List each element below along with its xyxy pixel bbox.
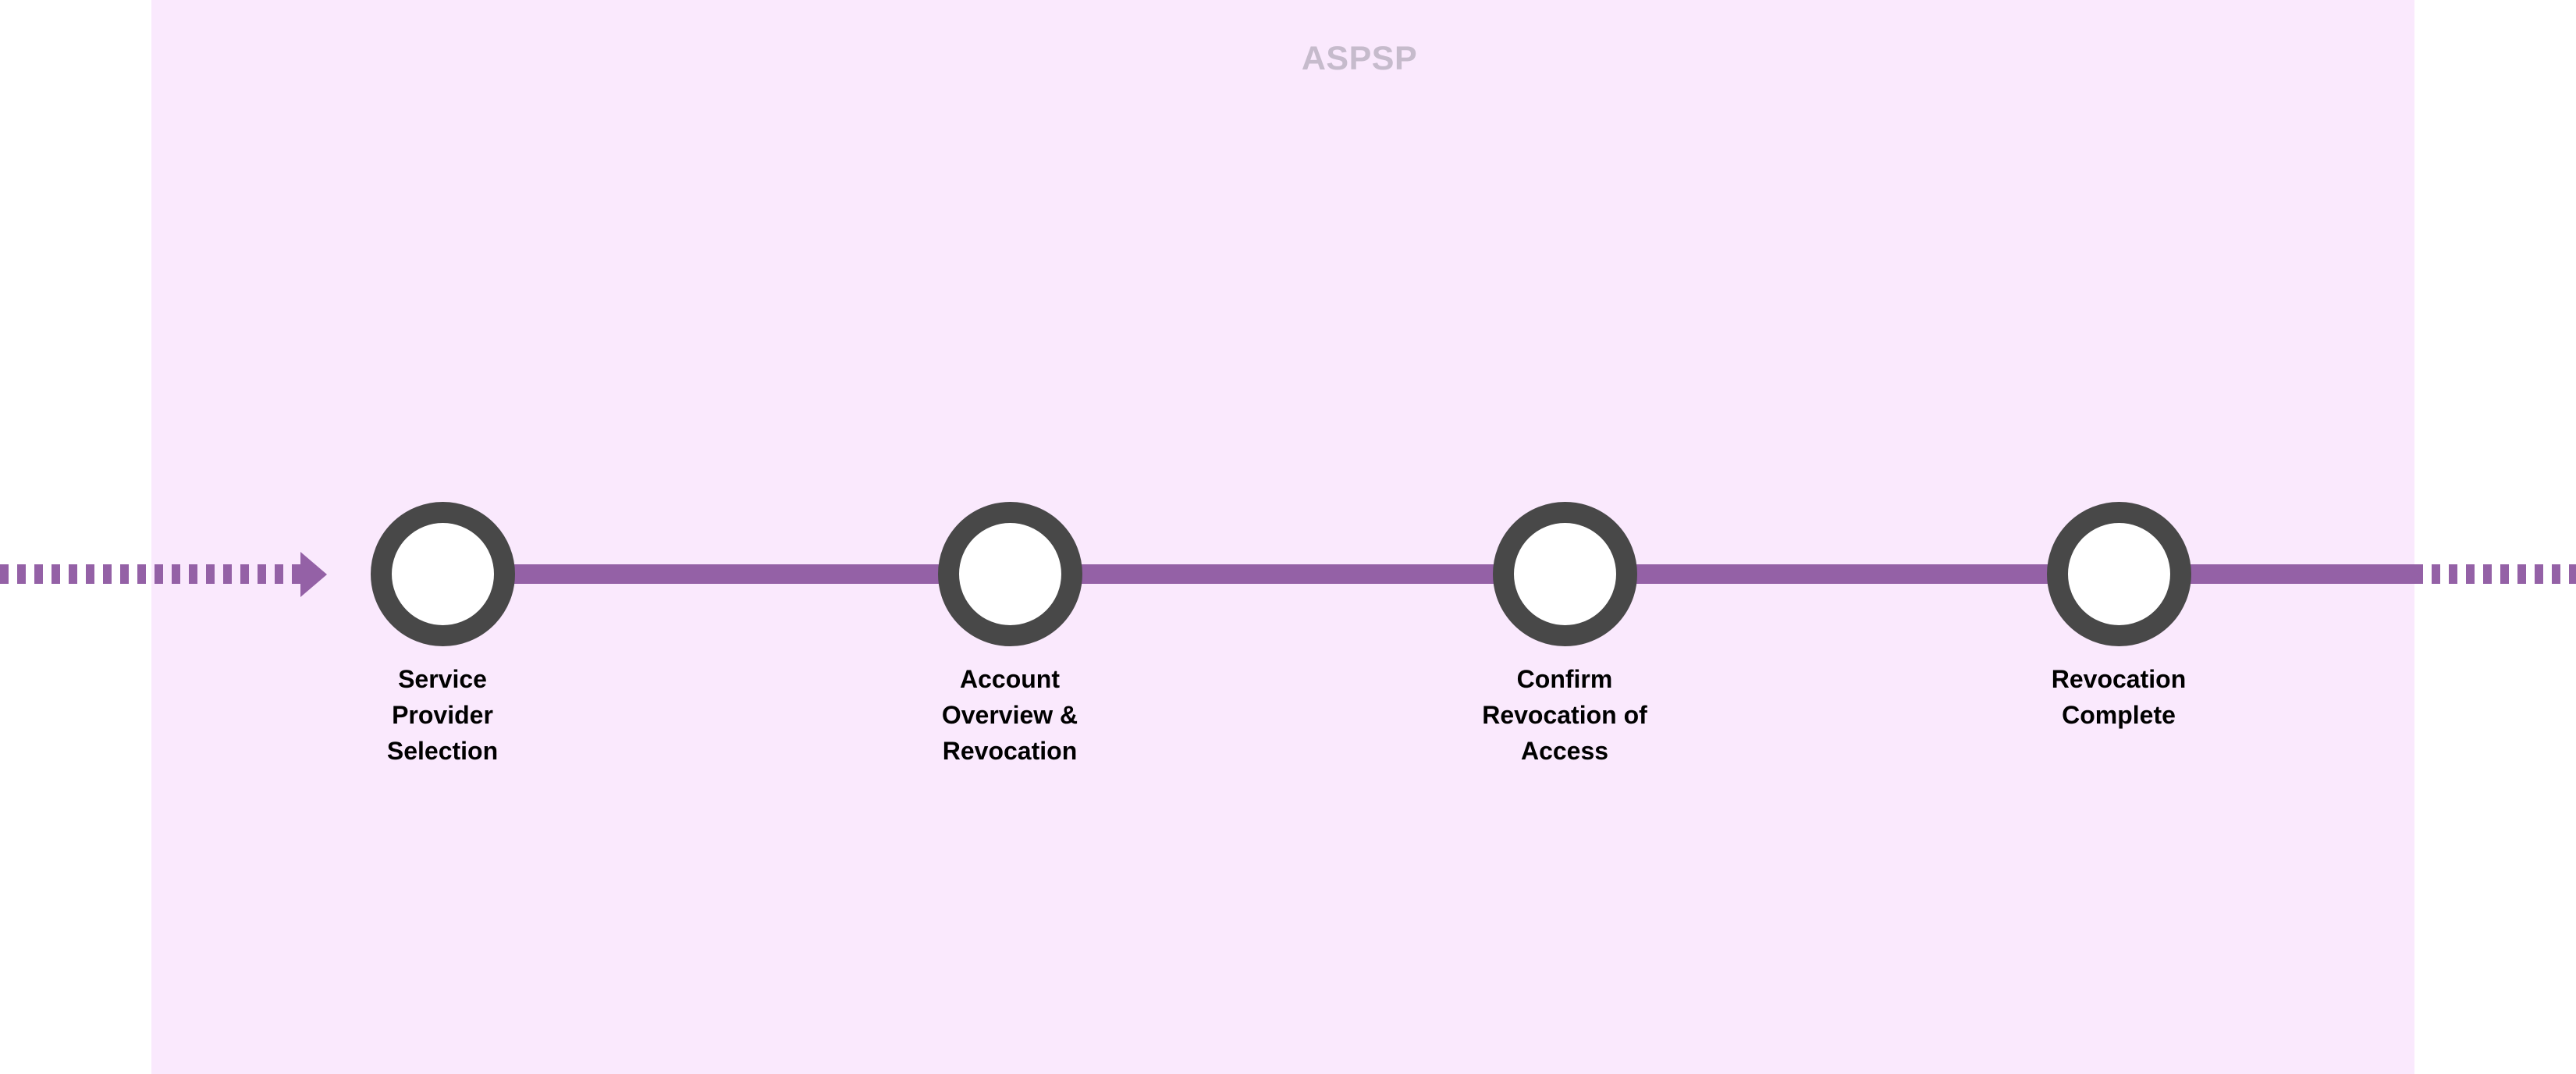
process-node-account-overview-revocation[interactable] [937,501,1082,646]
process-node-label-4: Revocation Complete [2051,665,2187,729]
connector-step4-lane-edge [2189,564,2414,584]
connector-step2-step3 [1080,564,1494,584]
incoming-dashed-connector [0,564,307,584]
process-node-label-2: Account Overview & Revocation [941,665,1078,765]
incoming-arrowhead-icon [300,552,327,597]
process-node-label-1: Service Provider Selection [386,665,499,765]
process-node-confirm-revocation-of-access[interactable] [1492,501,1637,646]
outgoing-dashed-connector [2414,564,2576,584]
process-node-label-3: Confirm Revocation of Access [1482,665,1647,765]
process-node-service-provider-selection[interactable] [370,501,515,646]
connector-step1-step2 [513,564,940,584]
swimlane-aspsp: ASPSP [151,0,2414,1074]
swimlane-title: ASPSP [1301,40,1418,77]
connector-step3-step4 [1635,564,2048,584]
process-node-revocation-complete[interactable] [2046,501,2191,646]
